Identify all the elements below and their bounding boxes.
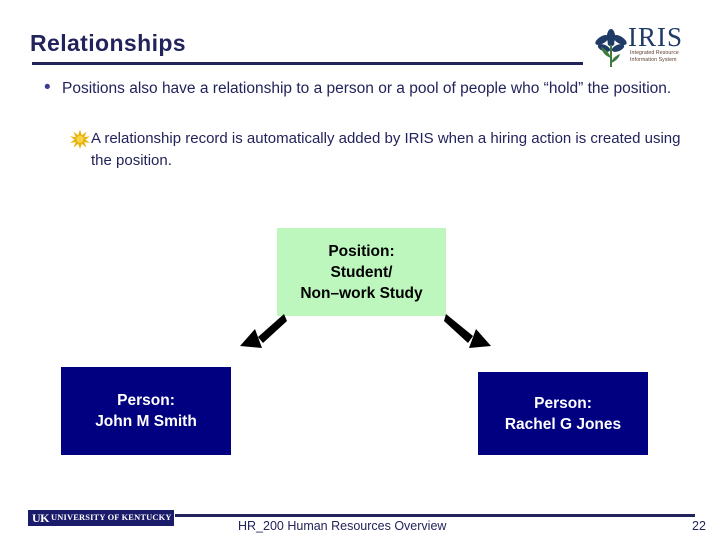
iris-logo: IRIS Integrated Resource Information Sys… <box>594 20 702 72</box>
position-box: Position: Student/ Non–work Study <box>277 228 446 316</box>
bullet-level-2: A relationship record is automatically a… <box>70 128 685 172</box>
starburst-icon <box>70 129 90 149</box>
university-of-kentucky-logo: UK UNIVERSITY OF KENTUCKY <box>28 510 174 526</box>
iris-flower-icon <box>594 28 628 68</box>
person-box-left-line-1: Person: <box>117 392 175 409</box>
position-box-line-3: Non–work Study <box>300 284 423 302</box>
person-box-left: Person: John M Smith <box>61 367 231 455</box>
iris-tagline: Integrated Resource Information System <box>630 50 704 64</box>
bullet-level-1-text: Positions also have a relationship to a … <box>62 80 672 97</box>
position-box-line-1: Position: <box>328 242 395 260</box>
uk-monogram: UK <box>32 511 50 525</box>
title-underline-rule <box>32 62 583 65</box>
iris-tagline-line2: Information System <box>630 57 677 63</box>
page-title: Relationships <box>30 30 187 56</box>
person-box-right-line-1: Person: <box>534 394 592 412</box>
arrow-down-left-icon <box>228 312 288 354</box>
person-box-left-line-2: John M Smith <box>95 413 197 430</box>
footer-page-number: 22 <box>692 519 706 533</box>
iris-tagline-line1: Integrated Resource <box>630 50 679 56</box>
uk-wordmark: UNIVERSITY OF KENTUCKY <box>51 513 172 522</box>
bullet-level-2-text: A relationship record is automatically a… <box>91 130 681 169</box>
footer-course-title: HR_200 Human Resources Overview <box>238 519 447 533</box>
iris-wordmark: IRIS <box>628 22 684 52</box>
footer-rule <box>175 514 695 517</box>
person-box-right-line-2: Rachel G Jones <box>504 415 622 433</box>
position-box-line-2: Student/ <box>330 263 393 281</box>
person-box-right: Person: Rachel G Jones <box>478 372 648 455</box>
arrow-down-right-icon <box>443 312 503 354</box>
bullet-dot-icon: • <box>44 77 51 98</box>
bullet-level-1: • Positions also have a relationship to … <box>40 78 688 100</box>
